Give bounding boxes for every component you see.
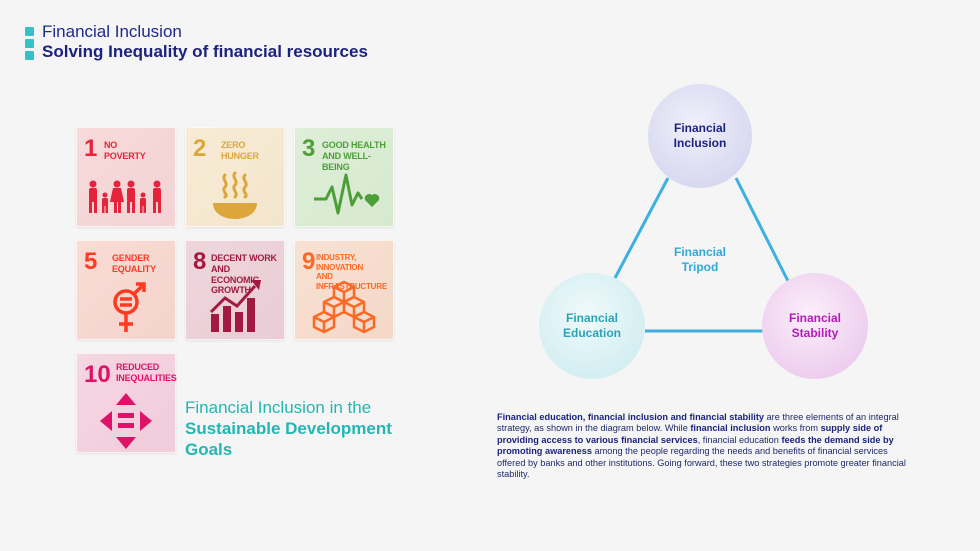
heartbeat-icon bbox=[314, 173, 380, 215]
sdg-label: Decent Work andEconomic Growth bbox=[211, 253, 277, 296]
sdg-number: 8 bbox=[193, 248, 207, 275]
sdg-label: Good Healthand Well-Being bbox=[322, 140, 386, 172]
bowl-icon bbox=[213, 171, 257, 219]
sdg-number: 5 bbox=[84, 248, 98, 275]
sdg-number: 3 bbox=[302, 135, 316, 162]
sdg-tile-10: 10 ReducedInequalities bbox=[76, 353, 177, 453]
header-accent-marks bbox=[25, 27, 34, 63]
sdg-tile-1: 1 NoPoverty bbox=[76, 127, 176, 227]
gender-symbol-icon bbox=[113, 282, 146, 332]
sdg-tile-3: 3 Good Healthand Well-Being bbox=[294, 127, 394, 227]
sdg-tile-8: 8 Decent Work andEconomic Growth bbox=[185, 240, 285, 340]
edge-inclusion-stability bbox=[734, 177, 792, 286]
sdg-label: ReducedInequalities bbox=[116, 362, 177, 383]
sdg-tile-2: 2 ZeroHunger bbox=[185, 127, 285, 227]
sdg-tile-9: 9 Industry, Innovationand Infrastructure bbox=[294, 240, 394, 340]
sdg-label: NoPoverty bbox=[104, 140, 146, 161]
sdg-tile-5: 5 GenderEquality bbox=[76, 240, 176, 340]
cubes-icon bbox=[312, 280, 376, 334]
sdg-number: 1 bbox=[84, 135, 98, 162]
sdg-number: 10 bbox=[84, 361, 111, 388]
sdg-number: 2 bbox=[193, 135, 207, 162]
description-paragraph: Financial education, financial inclusion… bbox=[497, 412, 906, 480]
sdg-caption-line3: Goals bbox=[185, 440, 233, 459]
sdg-number: 9 bbox=[302, 248, 316, 275]
sdg-label: GenderEquality bbox=[112, 253, 156, 274]
sdg-caption-line1: Financial Inclusion in the bbox=[185, 398, 372, 417]
edge-inclusion-education bbox=[613, 177, 670, 279]
sdg-label: ZeroHunger bbox=[221, 140, 259, 161]
sdg-caption: Financial Inclusion in the Sustainable D… bbox=[185, 397, 425, 460]
sdg-caption-line2: Sustainable Development bbox=[185, 419, 392, 438]
reduced-inequality-icon bbox=[100, 393, 152, 449]
page-title: Financial Inclusion bbox=[42, 22, 182, 41]
family-icon bbox=[89, 180, 161, 213]
growth-chart-icon bbox=[209, 280, 261, 332]
page-subtitle: Solving Inequality of financial resource… bbox=[42, 42, 368, 61]
